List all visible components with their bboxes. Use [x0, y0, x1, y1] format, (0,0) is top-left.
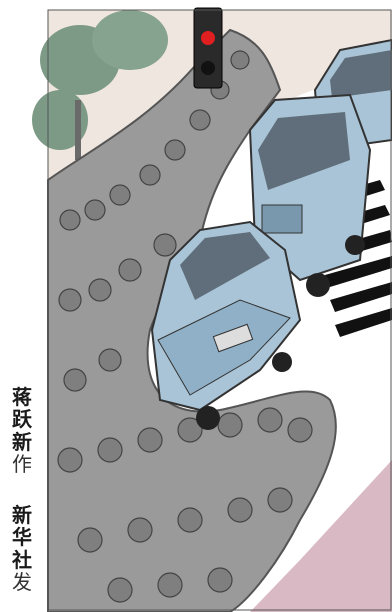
traffic-light — [193, 7, 223, 89]
credit-char: 社 — [12, 547, 32, 572]
trees — [32, 10, 168, 160]
credit-char: 华 — [12, 525, 32, 550]
crowd — [47, 28, 337, 612]
car-middle — [248, 93, 372, 297]
red-signal-light — [201, 31, 215, 45]
agency-credit: 新华社 发 — [2, 504, 42, 594]
artist-suffix: 作 — [12, 452, 32, 477]
agency-suffix: 发 — [12, 570, 32, 595]
plaza — [250, 460, 392, 612]
credit-char: 跃 — [12, 407, 32, 432]
car-front — [150, 220, 302, 430]
credit-char: 新 — [12, 503, 32, 527]
artist-name: 蒋跃新 — [12, 385, 32, 454]
credit-char: 新 — [12, 429, 32, 454]
artist-credit: 蒋跃新 作 — [2, 386, 42, 476]
agency-name: 新华社 — [12, 503, 32, 572]
credit-char: 蒋 — [12, 385, 32, 409]
crowd-heads — [57, 50, 313, 603]
